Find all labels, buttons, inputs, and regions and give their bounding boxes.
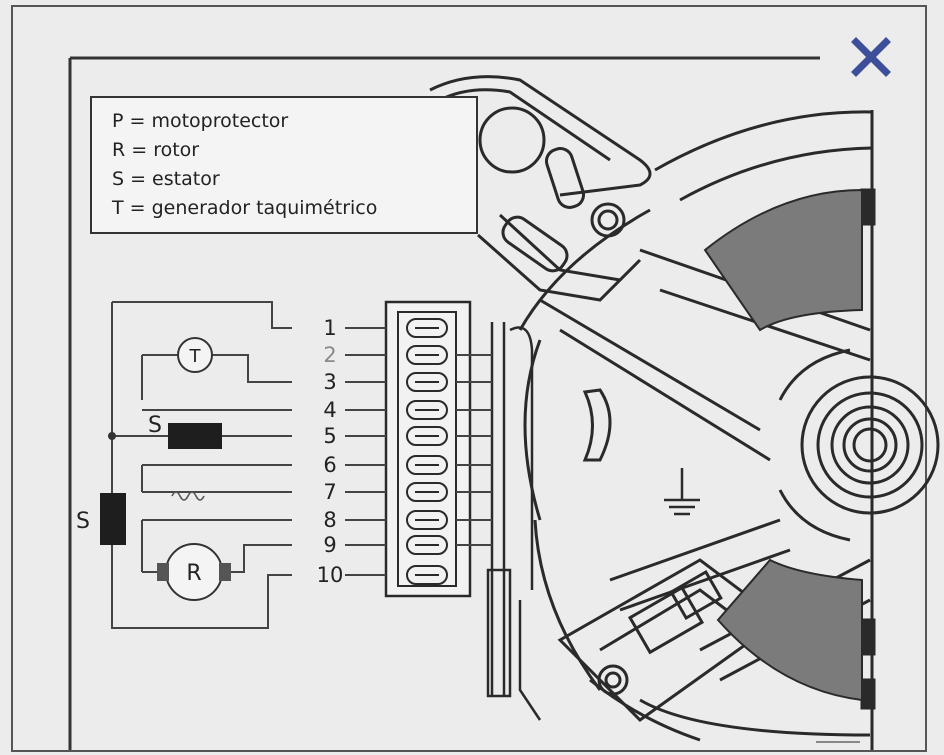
terminal-block-inner: [397, 311, 457, 587]
close-button[interactable]: [848, 34, 894, 80]
ground-icon: [664, 468, 700, 516]
terminal-label-1: 1: [323, 316, 336, 340]
terminal-label-5: 5: [323, 424, 336, 448]
outer-frame: [11, 5, 927, 752]
tacho-label: T: [189, 346, 202, 367]
close-icon: [851, 37, 891, 77]
legend-item-estator: S = estator: [112, 168, 220, 190]
terminal-label-10: 10: [317, 563, 344, 587]
legend-box: P = motoprotector R = rotor S = estator …: [90, 96, 478, 234]
inner-frame: [68, 56, 820, 750]
stator-coil-left: [100, 493, 126, 545]
terminal-label-6: 6: [323, 453, 336, 477]
stator-upper-label: S: [148, 413, 162, 438]
terminal-contact: [406, 372, 448, 392]
terminal-label-8: 8: [323, 508, 336, 532]
protector-symbol: [171, 491, 205, 501]
terminal-contact: [406, 426, 448, 446]
terminal-contact: [406, 482, 448, 502]
schematic-wires: [111, 301, 386, 629]
terminal-label-2: 2: [323, 343, 336, 367]
terminal-contact: [406, 345, 448, 365]
junction-dot: [108, 432, 116, 440]
rotor-label: R: [186, 561, 201, 586]
legend-item-generador: T = generador taquimétrico: [112, 197, 378, 219]
terminal-contact: [406, 565, 448, 585]
legend-item-motoprotector: P = motoprotector: [112, 110, 289, 132]
terminal-label-3: 3: [323, 370, 336, 394]
stator-windings: [703, 188, 863, 702]
connector-post: [486, 322, 542, 721]
terminal-contact: [406, 535, 448, 555]
terminal-block: [384, 300, 492, 598]
stator-coil-upper: [168, 423, 222, 449]
terminal-contact: [406, 510, 448, 530]
terminal-contact: [406, 318, 448, 338]
rotor: [157, 543, 231, 601]
tacho-generator: [177, 337, 213, 373]
terminal-contact: [406, 455, 448, 475]
terminal-label-7: 7: [323, 480, 336, 504]
stator-left-label: S: [76, 509, 90, 534]
terminal-contact: [406, 400, 448, 420]
terminal-label-4: 4: [323, 398, 336, 422]
terminal-label-9: 9: [323, 533, 336, 557]
legend-item-rotor: R = rotor: [112, 139, 200, 161]
